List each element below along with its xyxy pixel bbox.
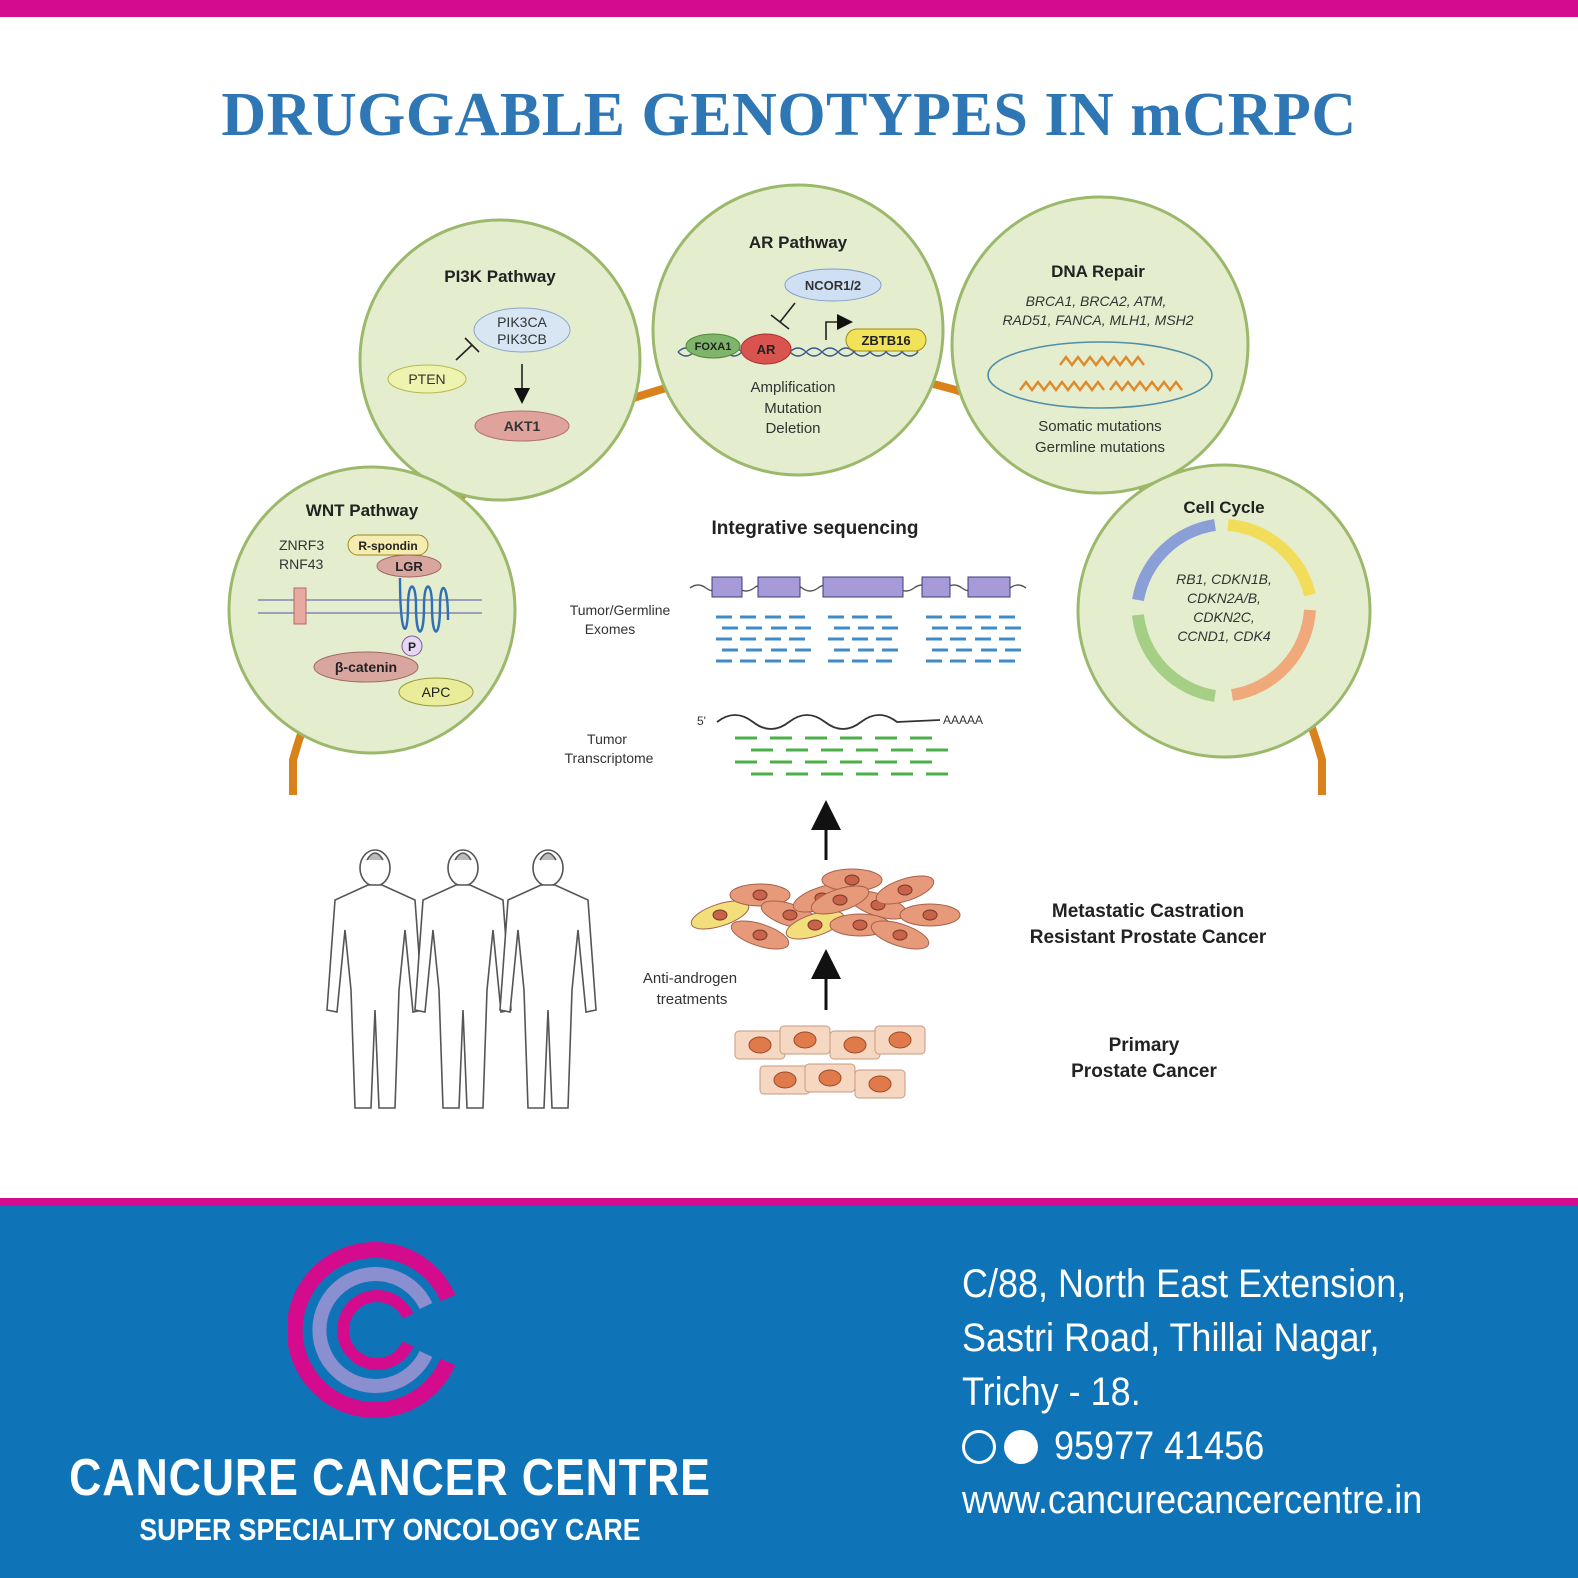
- website-link[interactable]: www.cancurecancercentre.in: [962, 1478, 1423, 1522]
- human-figure: [414, 849, 512, 1109]
- pi3k-pathway-circle: PI3K Pathway PIK3CA PIK3CB PTEN AKT1: [358, 218, 642, 502]
- amplification-label: Amplification: [750, 379, 835, 396]
- lgr-label: LGR: [395, 559, 423, 574]
- anti-androgen-line1: Anti-androgen: [643, 970, 737, 987]
- rspondin-label: R-spondin: [358, 539, 417, 553]
- phone-icon: [962, 1429, 996, 1464]
- mutation-label: Mutation: [764, 400, 822, 417]
- ar-title: AR Pathway: [749, 233, 848, 252]
- primary-cell: [759, 1065, 811, 1095]
- pten-label: PTEN: [408, 371, 445, 387]
- cell-line2: CDKN2A/B,: [1187, 590, 1261, 606]
- pik3cb-label: PIK3CB: [497, 331, 547, 347]
- primary-label-line1: Primary: [1109, 1035, 1180, 1056]
- foxa1-label: FOXA1: [695, 341, 732, 353]
- metastatic-cell: [810, 885, 870, 915]
- rnf43-label: RNF43: [279, 556, 324, 572]
- pi3k-title: PI3K Pathway: [444, 267, 556, 286]
- deletion-label: Deletion: [765, 420, 820, 437]
- metastatic-cells: [690, 868, 961, 950]
- exomes-label-line1: Tumor/Germline: [570, 602, 671, 618]
- footer-accent-line: [0, 1198, 1578, 1206]
- cancure-logo: [288, 1242, 456, 1418]
- germline-label: Germline mutations: [1035, 439, 1165, 456]
- transcriptome-label-line1: Tumor: [587, 731, 627, 747]
- primary-cells: [734, 1025, 926, 1099]
- apc-label: APC: [422, 684, 451, 700]
- ar-label: AR: [757, 342, 776, 357]
- footer: [0, 1206, 1578, 1578]
- primary-label-line2: Prostate Cancer: [1071, 1061, 1217, 1082]
- primary-cell: [854, 1069, 906, 1099]
- dna-genes-line1: BRCA1, BRCA2, ATM,: [1026, 293, 1167, 309]
- primary-cell: [734, 1030, 786, 1060]
- primary-cell: [829, 1030, 881, 1060]
- diagram: PI3K Pathway PIK3CA PIK3CB PTEN AKT1 AR …: [227, 183, 1372, 1109]
- page-title: DRUGGABLE GENOTYPES IN mCRPC: [221, 81, 1357, 149]
- zbtb16-label: ZBTB16: [861, 333, 910, 348]
- metastatic-cell: [785, 910, 845, 940]
- brand-tagline: SUPER SPECIALITY ONCOLOGY CARE: [139, 1512, 641, 1547]
- metastatic-cell: [690, 900, 750, 930]
- primary-cell: [804, 1063, 856, 1093]
- mcrpc-label-line2: Resistant Prostate Cancer: [1030, 927, 1267, 948]
- catenin-label: β-catenin: [335, 659, 397, 675]
- dna-repair-circle: DNA Repair BRCA1, BRCA2, ATM, RAD51, FAN…: [950, 195, 1250, 495]
- phone-number[interactable]: 95977 41456: [1054, 1424, 1265, 1468]
- cell-cycle-circle: Cell Cycle RB1, CDKN1B, CDKN2A/B, CDKN2C…: [1076, 463, 1372, 759]
- anti-androgen-line2: treatments: [657, 991, 728, 1008]
- integrative-sequencing: Integrative sequencing Tumor/Germline Ex…: [565, 518, 1027, 776]
- wnt-title: WNT Pathway: [306, 501, 419, 520]
- brand-name: CANCURE CANCER CENTRE: [69, 1449, 711, 1507]
- znrf3-label: ZNRF3: [279, 537, 324, 553]
- primary-cell: [874, 1025, 926, 1055]
- address-line2: Sastri Road, Thillai Nagar,: [962, 1316, 1380, 1360]
- cell-line4: CCND1, CDK4: [1177, 628, 1271, 644]
- human-figure: [326, 849, 424, 1109]
- cell-line1: RB1, CDKN1B,: [1176, 571, 1272, 587]
- dna-genes-line2: RAD51, FANCA, MLH1, MSH2: [1002, 312, 1193, 328]
- primary-cell: [779, 1025, 831, 1055]
- metastatic-cell: [870, 920, 930, 950]
- akt1-label: AKT1: [504, 418, 541, 434]
- whatsapp-icon: [1004, 1429, 1038, 1464]
- ar-pathway-circle: AR Pathway NCOR1/2 FOXA1 AR ZBTB16 Ampli…: [651, 183, 945, 477]
- cell-line3: CDKN2C,: [1193, 609, 1254, 625]
- address-line3: Trichy - 18.: [962, 1370, 1141, 1414]
- five-prime-label: 5': [697, 714, 706, 728]
- cell-title: Cell Cycle: [1183, 498, 1264, 517]
- phospho-label: P: [408, 640, 416, 654]
- top-accent-bar: [0, 0, 1578, 17]
- polya-label: AAAAA: [943, 713, 983, 727]
- metastatic-cell: [875, 875, 935, 905]
- address-line1: C/88, North East Extension,: [962, 1262, 1407, 1306]
- metastatic-cell: [730, 920, 790, 950]
- human-figure: [499, 849, 597, 1109]
- dna-title: DNA Repair: [1051, 262, 1145, 281]
- phone-row: 95977 41456: [962, 1424, 1288, 1469]
- somatic-label: Somatic mutations: [1038, 418, 1161, 435]
- human-figures: [326, 849, 597, 1109]
- sequencing-title: Integrative sequencing: [712, 518, 919, 539]
- metastatic-cell: [899, 903, 961, 927]
- mcrpc-label-line1: Metastatic Castration: [1052, 901, 1244, 922]
- wnt-pathway-circle: WNT Pathway ZNRF3 RNF43 R-spondin LGR P …: [227, 465, 517, 755]
- metastatic-cell: [729, 883, 791, 907]
- transcriptome-label-line2: Transcriptome: [565, 750, 654, 766]
- exomes-label-line2: Exomes: [585, 621, 636, 637]
- ncor-label: NCOR1/2: [805, 278, 861, 293]
- pik3ca-label: PIK3CA: [497, 314, 547, 330]
